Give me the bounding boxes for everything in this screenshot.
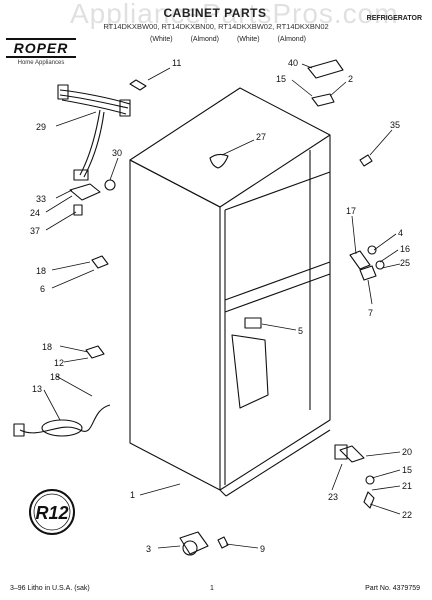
hinge-pin — [365, 475, 375, 485]
top-hinge-cover — [307, 59, 344, 79]
callout: 30 — [112, 148, 122, 158]
callout: 23 — [328, 492, 338, 502]
shelf-support — [244, 317, 262, 329]
page-title: CABINET PARTS — [163, 6, 267, 20]
roller-assembly — [179, 531, 209, 555]
capacitor — [73, 204, 83, 216]
model-numbers: RT14DKXBW00, RT14DKXBN00, RT14DKXBW02, R… — [103, 22, 329, 31]
model-color: (White) — [150, 36, 173, 43]
roller-screw — [217, 536, 229, 549]
center-hinge — [349, 250, 371, 270]
category-label: REFRIGERATOR — [366, 15, 422, 22]
model-colors: (White) (Almond) (White) (Almond) — [150, 36, 350, 43]
callout: 2 — [348, 74, 353, 84]
thermostat-bracket — [69, 183, 101, 201]
hinge-plate — [334, 444, 348, 460]
washer — [367, 245, 377, 255]
callout: 1 — [130, 490, 135, 500]
callout: 21 — [402, 481, 412, 491]
callout: 4 — [398, 228, 403, 238]
roller-wheel — [182, 540, 198, 556]
brand-subtitle: Home Appliances — [17, 60, 65, 66]
callout: 29 — [36, 122, 46, 132]
badge-text: R12 — [35, 503, 68, 523]
callout: 27 — [256, 132, 266, 142]
callout: 15 — [402, 465, 412, 475]
callout: 22 — [402, 510, 412, 520]
knob — [104, 179, 116, 191]
watermark: AppliancePartsPros.com — [70, 0, 399, 29]
switch — [85, 345, 105, 359]
footer-page-number: 1 — [210, 585, 214, 592]
light-socket — [91, 255, 109, 269]
bottom-hinge — [339, 445, 365, 463]
callout: 33 — [36, 194, 46, 204]
callout: 18 — [42, 342, 52, 352]
callout: 17 — [346, 206, 356, 216]
callout: 5 — [298, 326, 303, 336]
callout: 6 — [40, 284, 45, 294]
brand-block: ROPER Home Appliances — [6, 38, 76, 66]
footer-print-info: 3–96 Litho in U.S.A. (sak) — [10, 585, 90, 592]
power-cord — [13, 404, 111, 437]
cabinet-body — [129, 87, 331, 497]
callout-labels: 11 40 15 2 29 27 35 30 33 24 37 17 4 16 … — [30, 58, 412, 554]
callout: 18 — [50, 372, 60, 382]
callout: 25 — [400, 258, 410, 268]
model-color: (Almond) — [190, 36, 219, 43]
callout: 16 — [400, 244, 410, 254]
grommet — [209, 153, 229, 169]
callout: 13 — [32, 384, 42, 394]
model-color: (Almond) — [277, 36, 306, 43]
callout: 11 — [172, 58, 181, 68]
callout: 35 — [390, 120, 400, 130]
callout: 40 — [288, 58, 298, 68]
hinge-bracket — [359, 265, 377, 281]
callout: 9 — [260, 544, 265, 554]
model-color: (White) — [236, 36, 260, 43]
leveling-leg — [363, 491, 375, 509]
callout: 3 — [146, 544, 151, 554]
callout: 12 — [54, 358, 64, 368]
bushing — [375, 260, 385, 270]
leader-lines — [43, 63, 401, 549]
callout: 18 — [36, 266, 46, 276]
screw — [129, 79, 147, 91]
callout: 20 — [402, 447, 412, 457]
callout: 7 — [368, 308, 373, 318]
callout: 24 — [30, 208, 40, 218]
brand-logo: ROPER — [6, 38, 76, 58]
wiring-harness — [57, 84, 131, 181]
r12-badge: R12 — [29, 489, 75, 535]
plug-button — [359, 154, 373, 167]
footer-part-number: Part No. 4379759 — [365, 585, 420, 592]
top-hinge — [311, 93, 335, 107]
callout: 15 — [276, 74, 286, 84]
callout: 37 — [30, 226, 40, 236]
